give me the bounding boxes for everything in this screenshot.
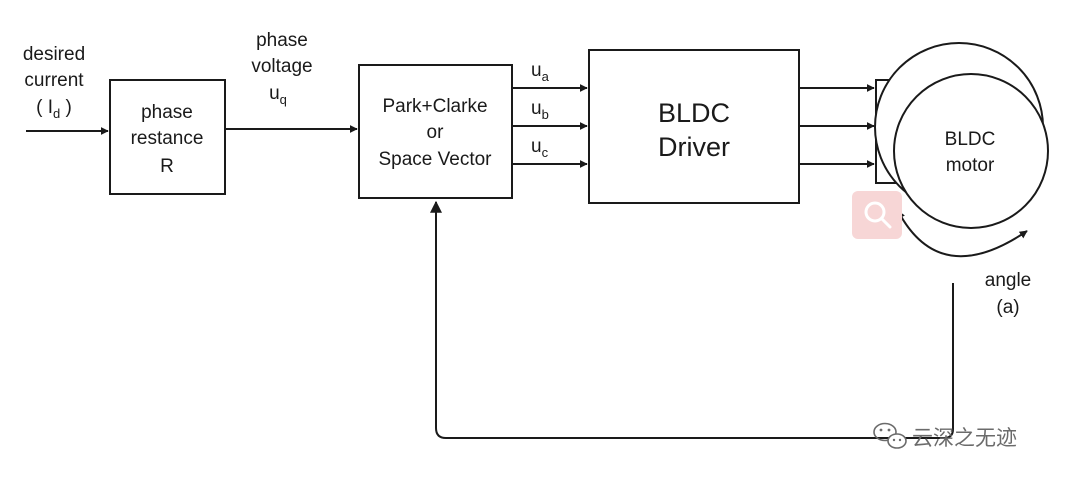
phase-voltage-line1: phase [256,30,308,51]
angle-label-line1: angle [985,270,1032,291]
search-badge[interactable] [852,191,902,239]
motor-label-line2: motor [946,155,995,176]
feedback-line [430,200,954,439]
output-label-c: uc [531,136,549,160]
phase-resistance-line2: restance [131,128,204,149]
park-clarke-line3: Space Vector [378,149,492,170]
phase-resistance-line3: R [160,156,174,177]
bldc-driver-line1: BLDC [658,98,730,128]
phase-resistance-block [109,79,226,195]
input-label-line1: desired [23,44,85,65]
output-label-a: ua [531,60,550,84]
bldc-driver-line2: Driver [658,132,730,162]
phase-voltage-line2: voltage [251,56,312,77]
input-label-line3: ( Id ) [36,97,72,121]
motor-label-line1: BLDC [945,129,996,150]
park-clarke-line2: or [427,122,445,143]
watermark-text: 云深之无迹 [912,426,1017,450]
park-clarke-line1: Park+Clarke [382,96,487,117]
phase-resistance-line1: phase [141,102,193,123]
phase-voltage-line3: uq [269,83,287,107]
park-clarke-block [358,64,513,199]
angle-label-line2: (a) [996,297,1019,318]
rotation-arrow [897,210,1028,258]
output-label-b: ub [531,98,549,122]
motor-inner-circle [893,73,1049,229]
wechat-icon [873,422,907,449]
bldc-driver-block [588,49,800,204]
search-icon [864,201,892,229]
watermark: 云深之无迹 [873,422,1017,450]
input-label-line2: current [24,70,84,91]
